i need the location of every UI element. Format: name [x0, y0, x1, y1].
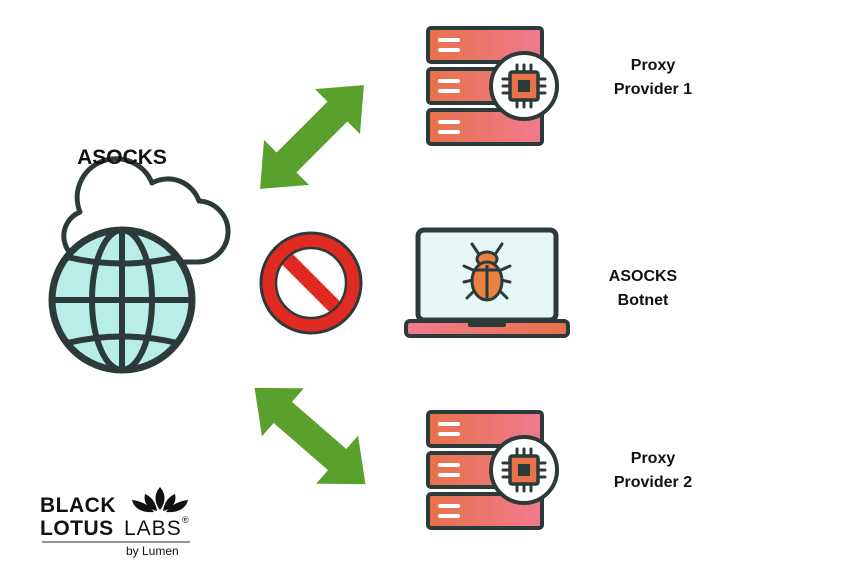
logo-line-black: BLACK: [40, 494, 116, 517]
asocks-botnet-line1: ASOCKS: [608, 268, 678, 285]
proxy-provider-2-label: Proxy Provider 2: [588, 447, 718, 495]
proxy-provider-2-server-icon: [426, 410, 559, 530]
blocked-sign-icon: [259, 231, 363, 335]
asocks-botnet-label: ASOCKS Botnet: [588, 265, 698, 313]
arrow-to-proxy-provider-1: [233, 58, 391, 216]
lotus-logo-icon: [132, 487, 188, 513]
logo-line-labs: LABS: [124, 517, 182, 540]
logo-line-lotus: LOTUS: [40, 517, 114, 540]
proxy-provider-1-server-icon: [426, 26, 559, 146]
proxy-provider-1-label: Proxy Provider 1: [588, 54, 718, 102]
asocks-botnet-line2: Botnet: [617, 292, 669, 309]
asocks-label: ASOCKS: [77, 146, 167, 169]
proxy-provider-2-line1: Proxy: [630, 450, 676, 467]
bug-icon: [462, 242, 512, 302]
logo-byline: by Lumen: [126, 544, 179, 558]
globe-icon: [48, 226, 196, 374]
arrow-to-proxy-provider-2: [230, 360, 390, 512]
proxy-provider-1-line1: Proxy: [630, 57, 676, 74]
logo-registered-mark: ®: [182, 515, 189, 525]
proxy-provider-2-line2: Provider 2: [613, 474, 693, 491]
proxy-provider-1-line2: Provider 1: [613, 81, 693, 98]
laptop-bug-icon: [404, 227, 570, 338]
